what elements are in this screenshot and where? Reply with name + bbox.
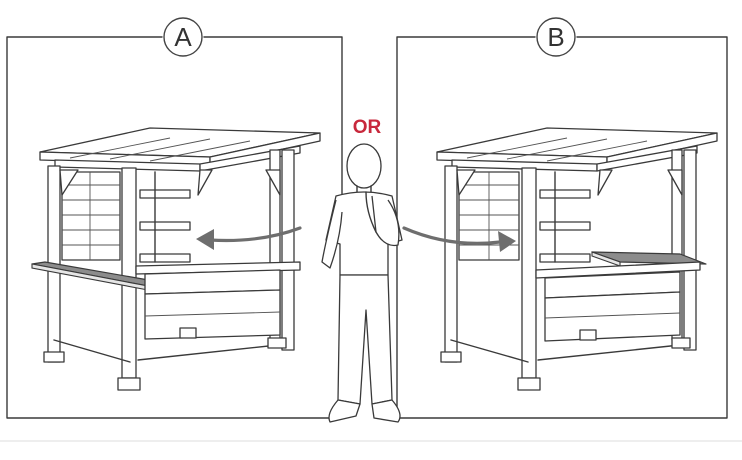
arrow-to-option-b	[402, 226, 516, 252]
panel-b-frame: B	[396, 17, 728, 419]
thinking-person-figure	[321, 143, 403, 423]
gazebo-a-illustration	[31, 127, 321, 391]
arrow-to-option-a	[196, 226, 302, 250]
gazebo-b-illustration	[436, 127, 718, 391]
panel-b-label: B	[547, 22, 564, 52]
panel-a-frame: A	[6, 17, 343, 419]
panel-a-label-circle	[163, 17, 203, 57]
panel-a-label: A	[174, 22, 192, 52]
or-label: OR	[353, 117, 382, 138]
panel-b-label-circle	[536, 17, 576, 57]
